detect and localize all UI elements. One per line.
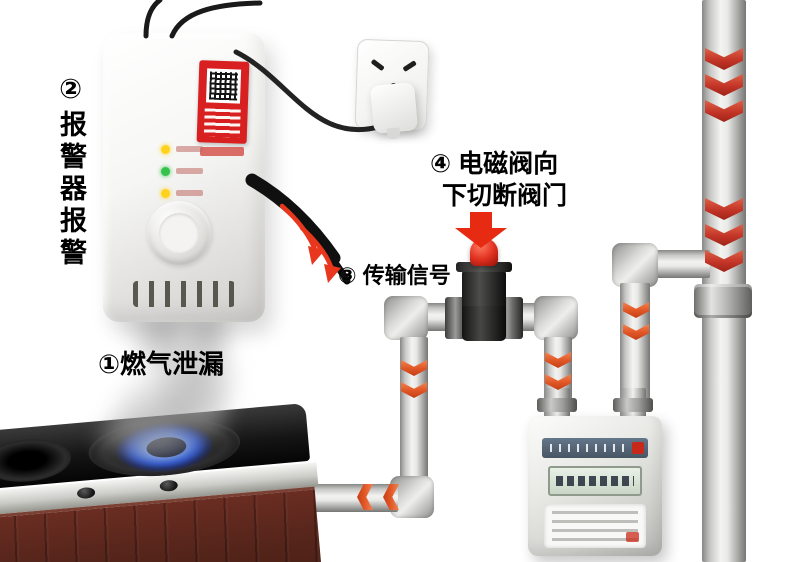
socket-slot [402, 60, 417, 73]
meter-info-strip [542, 438, 648, 458]
solenoid-valve-flange [456, 262, 512, 272]
power-plug-neck [386, 127, 401, 140]
meter-nut [537, 398, 577, 412]
gas-flow-arrow-icon [545, 374, 571, 390]
valve-indicator-cap [470, 238, 498, 266]
pipe-elbow [534, 296, 578, 340]
gas-flow-arrow-icon [705, 100, 743, 122]
gas-alarm-device [103, 33, 265, 322]
qr-code-icon [205, 68, 242, 104]
gas-flow-arrow-icon [705, 74, 743, 96]
alarm-vent-grille [133, 281, 235, 307]
socket-slot [370, 58, 385, 72]
gas-flow-arrow-icon [401, 382, 427, 398]
signal-arrow-icon [299, 225, 335, 273]
gas-flow-arrow-icon [705, 198, 743, 220]
gas-flow-arrow-icon [705, 48, 743, 70]
solenoid-valve-coil [462, 268, 506, 306]
gas-flow-arrow-icon [705, 250, 743, 272]
alarm-led-indicator [161, 189, 170, 198]
step4-line2: 下切断阀门 [442, 182, 568, 210]
step2-label: ②报警器报警 [56, 74, 86, 270]
gas-smoke [92, 408, 187, 463]
pipe-coupling [694, 284, 752, 318]
gas-flow-arrow-icon [705, 224, 743, 246]
alarm-speaker [147, 201, 211, 265]
step4-label: ④ 电磁阀向 下切断阀门 [430, 148, 567, 212]
pipe-elbow [384, 296, 428, 340]
led-label-line [176, 146, 203, 152]
gas-flow-arrow-icon [545, 352, 571, 368]
step1-label: ①燃气泄漏 [98, 349, 225, 379]
branch-pipe-vertical [620, 283, 650, 399]
meter-seal-mark [626, 532, 639, 542]
led-label-line [176, 190, 203, 196]
alarm-qr-sticker [196, 60, 250, 144]
pipe-elbow [612, 243, 658, 287]
power-plug [369, 82, 419, 134]
power-wire [169, 0, 263, 39]
led-label-line [176, 168, 203, 174]
gas-flow-arrow-icon [623, 324, 649, 340]
stove-supply-pipe-vertical [400, 337, 428, 489]
alarm-red-text-line [200, 147, 244, 156]
gas-flow-arrow-icon [401, 360, 427, 376]
step4-line1: ④ 电磁阀向 [430, 150, 559, 178]
meter-nut [613, 398, 653, 412]
sticker-text-lines [203, 108, 241, 138]
signal-arrow-icon [279, 203, 319, 255]
gas-flow-arrow-icon [623, 302, 649, 318]
alarm-led-indicator [161, 167, 170, 176]
gas-meter [528, 388, 662, 556]
alarm-led-indicator [161, 145, 170, 154]
meter-red-chip [632, 442, 644, 454]
power-wire [143, 0, 163, 39]
step3-label: ③ 传输信号 [338, 263, 451, 288]
meter-lcd-display [548, 466, 642, 496]
signal-arrow-icon [308, 246, 325, 265]
